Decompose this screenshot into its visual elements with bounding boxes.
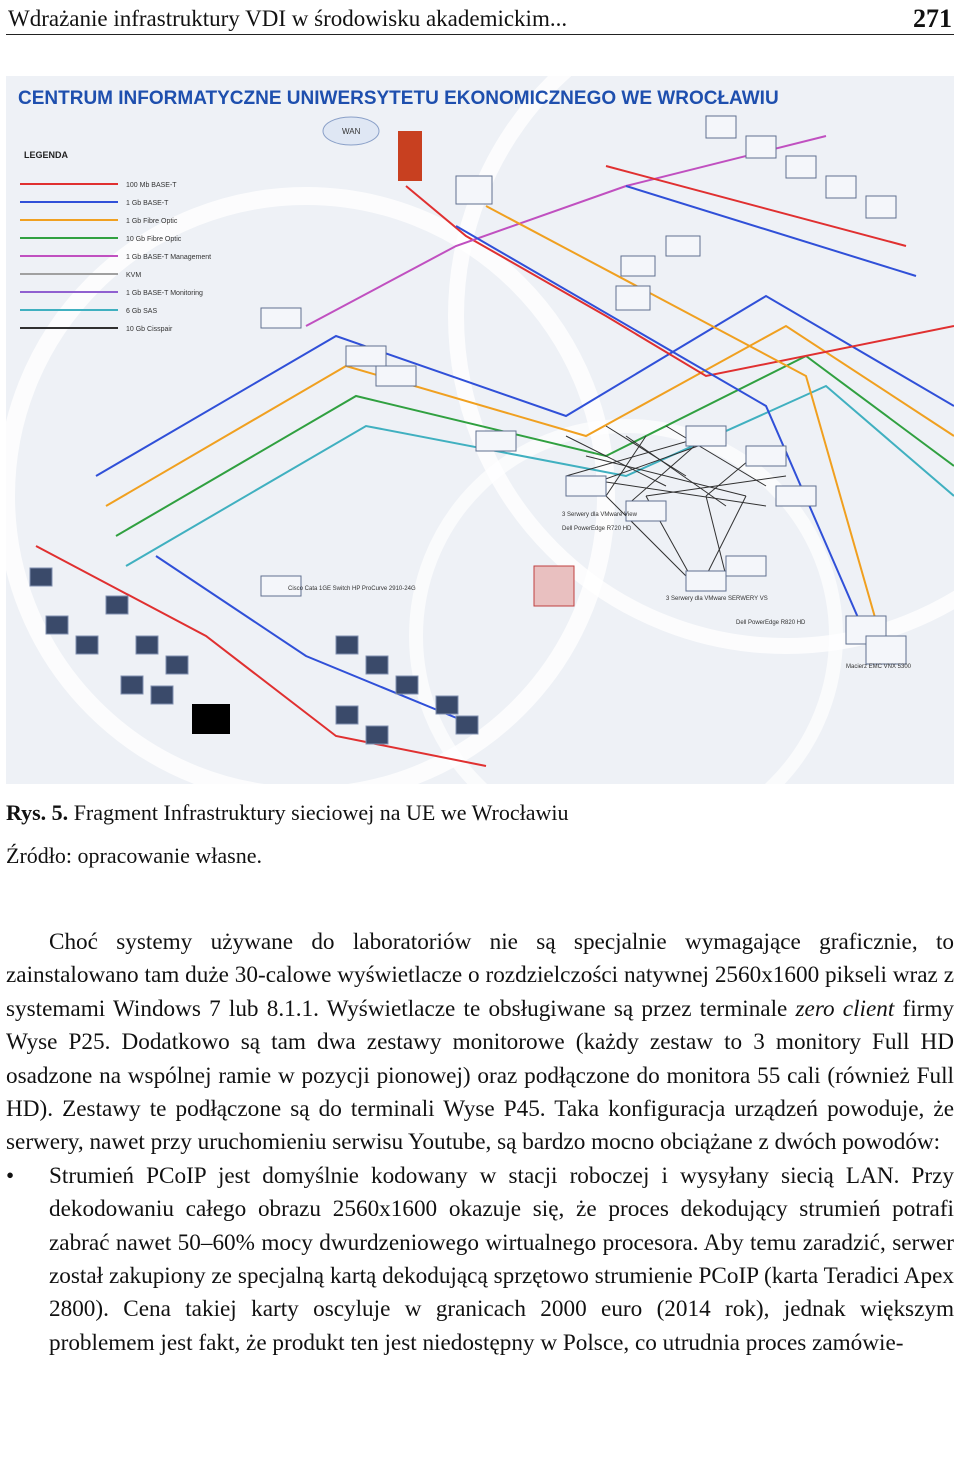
diagram-banner: CENTRUM INFORMATYCZNE UNIWERSYTETU EKONO… bbox=[18, 88, 779, 109]
bullet-icon: • bbox=[6, 1162, 15, 1189]
bullet-text: Strumień PCoIP jest domyślnie kodowany w… bbox=[49, 1162, 954, 1356]
legend-label: 10 Gb Fibre Optic bbox=[126, 236, 182, 243]
caption-text: Fragment Infrastruktury sieciowej na UE … bbox=[73, 800, 569, 825]
legend-title: LEGENDA bbox=[24, 150, 69, 160]
legend-label: 1 Gb Fibre Optic bbox=[126, 218, 178, 225]
legend-label: 1 Gb BASE-T Management bbox=[126, 254, 211, 261]
firewall-icon bbox=[398, 131, 422, 181]
vdi-servers-label: 3 Serwery dla VMware View bbox=[562, 512, 638, 518]
legend: 100 Mb BASE-T 1 Gb BASE-T 1 Gb Fibre Optic… bbox=[20, 182, 211, 333]
legend-label: 1 Gb BASE-T Monitoring bbox=[126, 290, 203, 297]
legend-label: 1 Gb BASE-T bbox=[126, 200, 169, 207]
figure-source: Źródło: opracowanie własne. bbox=[6, 843, 262, 868]
legend-label: KVM bbox=[126, 272, 141, 279]
storage-array-icon bbox=[533, 565, 575, 607]
zero-client-term: zero client bbox=[795, 995, 895, 1022]
large-display-icon bbox=[192, 704, 230, 734]
wan-cloud-icon bbox=[322, 116, 380, 146]
header-title: Wdrażanie infrastruktury VDI w środowisk… bbox=[8, 6, 568, 31]
bullet-item: • Strumień PCoIP jest domyślnie kodowany… bbox=[6, 1160, 954, 1360]
srv-servers-label: 3 Serwery dla VMware SERWERY VS bbox=[666, 596, 768, 602]
running-header: Wdrażanie infrastruktury VDI w środowisk… bbox=[6, 2, 954, 35]
legend-label: 10 Gb Cisspair bbox=[126, 326, 173, 333]
cisco-label: Cisco Cata 1GE Switch HP ProCurve 2910-2… bbox=[288, 586, 416, 592]
network-diagram-figure: CENTRUM INFORMATYCZNE UNIWERSYTETU EKONO… bbox=[6, 76, 954, 784]
caption-label: Rys. 5. bbox=[6, 800, 69, 825]
wan-label: WAN bbox=[342, 127, 361, 136]
network-diagram: CENTRUM INFORMATYCZNE UNIWERSYTETU EKONO… bbox=[6, 76, 954, 784]
dell-b-label: Dell PowerEdge R820 HD bbox=[736, 620, 806, 626]
legend-label: 100 Mb BASE-T bbox=[126, 182, 177, 189]
dell-a-label: Dell PowerEdge R720 HD bbox=[562, 526, 632, 532]
figure-caption: Rys. 5. Fragment Infrastruktury sieciowe… bbox=[6, 800, 568, 826]
legend-label: 6 Gb SAS bbox=[126, 308, 157, 315]
paragraph: Choć systemy używane do laboratoriów nie… bbox=[6, 929, 955, 1156]
emc-label: Macierz EMC VNX 5300 bbox=[846, 664, 912, 670]
body-text: Choć systemy używane do laboratoriów nie… bbox=[6, 926, 954, 1360]
page-number: 271 bbox=[913, 4, 952, 33]
